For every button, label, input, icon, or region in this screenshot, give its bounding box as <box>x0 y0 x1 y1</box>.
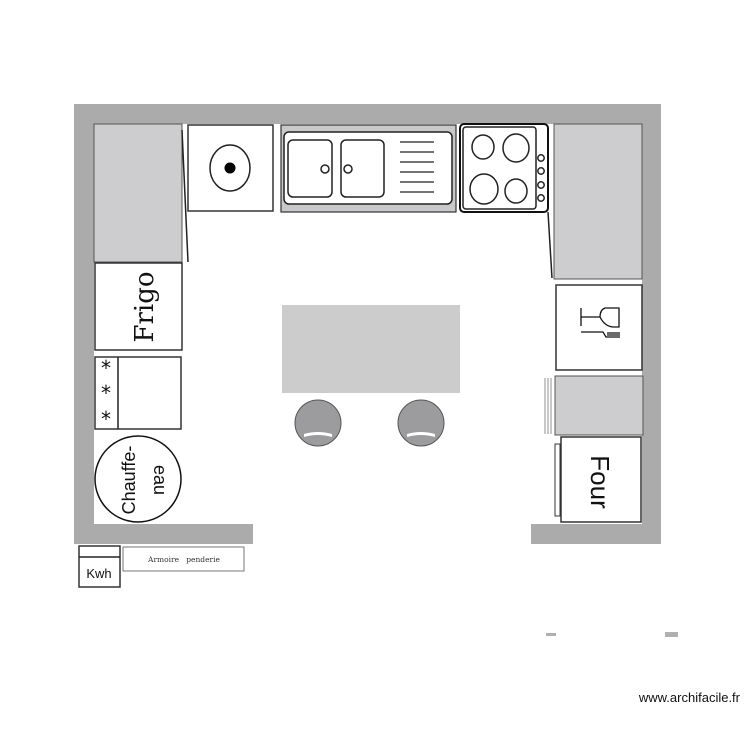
fridge: Frigo <box>94 262 183 351</box>
wardrobe-label: Armoire penderie <box>147 555 220 564</box>
corner-cabinet-left <box>93 123 183 263</box>
stray-mark <box>546 633 556 636</box>
cooktop <box>459 123 549 213</box>
dishwasher <box>555 284 643 371</box>
door-lines <box>544 378 552 434</box>
electric-meter: Kwh <box>78 545 121 588</box>
water-heater: Chauffe- eau <box>94 435 182 523</box>
snowflake-icon: * <box>101 381 111 405</box>
freezer: * * * <box>94 356 182 431</box>
oven-label: Four <box>585 455 615 509</box>
double-sink <box>280 124 457 213</box>
fridge-label: Frigo <box>130 271 160 342</box>
water-heater-label-2: eau <box>150 465 170 495</box>
kitchen-island <box>282 305 460 393</box>
door-line <box>547 211 553 279</box>
corner-cabinet-right <box>553 123 643 280</box>
watermark: www.archifacile.fr <box>638 690 741 705</box>
snowflake-icon: * <box>101 407 111 431</box>
stray-mark <box>665 632 678 637</box>
door-line <box>181 129 189 263</box>
walls <box>74 104 661 544</box>
stool <box>397 399 445 447</box>
glass-icon <box>580 307 620 338</box>
meter-label: Kwh <box>86 566 111 581</box>
single-burner <box>187 124 274 212</box>
snowflake-icon: * <box>101 356 111 380</box>
oven: Four <box>554 436 642 523</box>
stool <box>294 399 342 447</box>
wardrobe: Armoire penderie <box>122 546 245 572</box>
cabinet-right <box>554 375 644 436</box>
water-heater-label-1: Chauffe- <box>119 446 139 515</box>
